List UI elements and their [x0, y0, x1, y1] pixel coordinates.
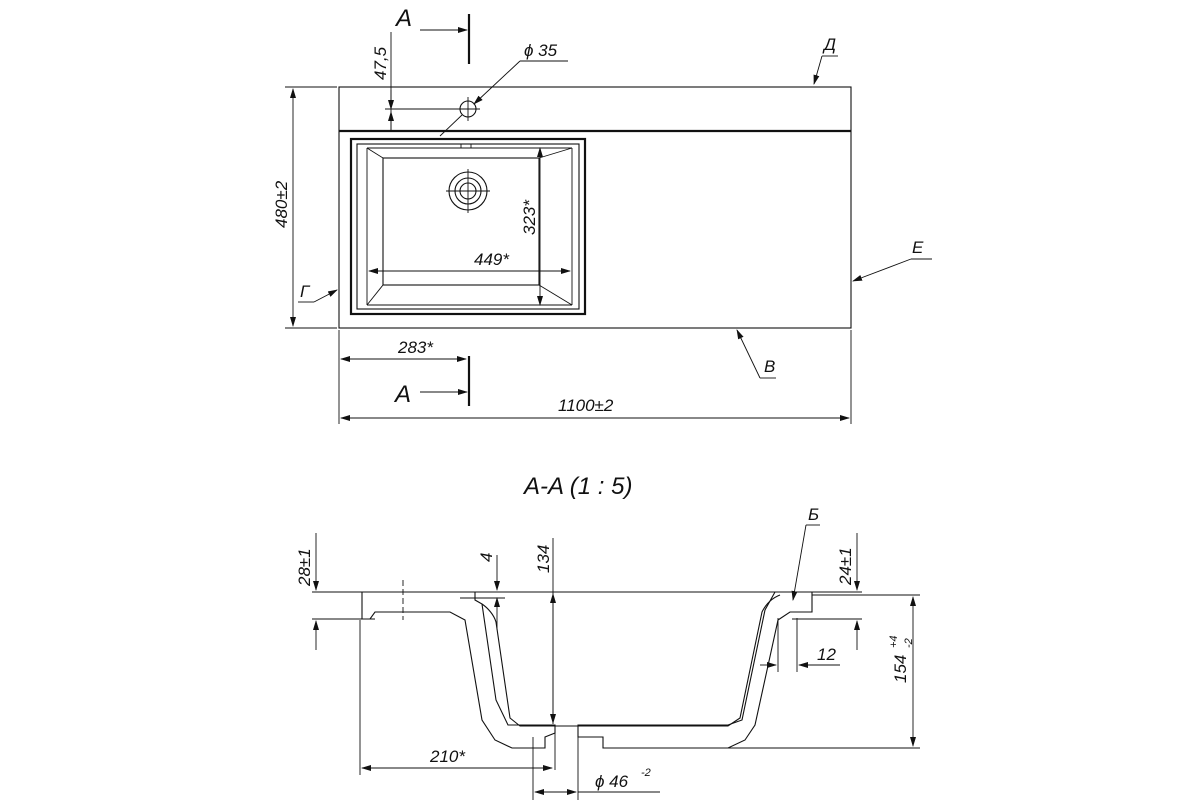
label-V: В [764, 357, 775, 376]
faucet-hole [385, 97, 480, 121]
dim-1100: 1100±2 [558, 396, 614, 415]
section-marker-bottom: A [393, 381, 411, 408]
dim-154: 154 [891, 655, 910, 683]
dim-12: 12 [817, 645, 836, 664]
label-G: Г [300, 282, 311, 301]
bowl-bottom [382, 157, 540, 286]
countertop-outline [338, 86, 852, 329]
plan-view: A 47,5 ϕ 35 Д Е Г В 480±2 323* [272, 5, 932, 424]
section-body-left [361, 591, 556, 749]
drain-symbol [446, 169, 490, 213]
bowl-outer-rim [349, 137, 587, 316]
dim-47-5: 47,5 [371, 46, 390, 80]
dim-dia-46: ϕ 46 [595, 772, 629, 791]
section-body-right [577, 591, 813, 749]
dim-28: 28±1 [295, 548, 314, 587]
dim-134: 134 [534, 545, 553, 573]
label-E: Е [912, 238, 924, 257]
dim-24: 24±1 [836, 547, 855, 586]
dim-4: 4 [477, 553, 496, 562]
dim-dia-46-tol: -2 [641, 767, 651, 779]
section-title: A-A (1 : 5) [522, 473, 632, 500]
label-B: Б [808, 505, 819, 524]
dim-210: 210* [429, 747, 466, 766]
label-D: Д [822, 35, 836, 54]
section-marker-top: A [394, 5, 412, 32]
dim-323: 323* [520, 199, 539, 235]
bowl-inner-rim [356, 143, 580, 310]
dim-449: 449* [474, 250, 510, 269]
dim-480: 480±2 [272, 180, 291, 228]
dim-283: 283* [397, 338, 434, 357]
dim-dia-35: ϕ 35 [524, 41, 558, 60]
dim-154-tol-lower: -2 [903, 638, 915, 648]
dim-154-tol-upper: +4 [888, 635, 900, 648]
section-view: A-A (1 : 5) 28±1 4 134 Б [295, 473, 920, 800]
